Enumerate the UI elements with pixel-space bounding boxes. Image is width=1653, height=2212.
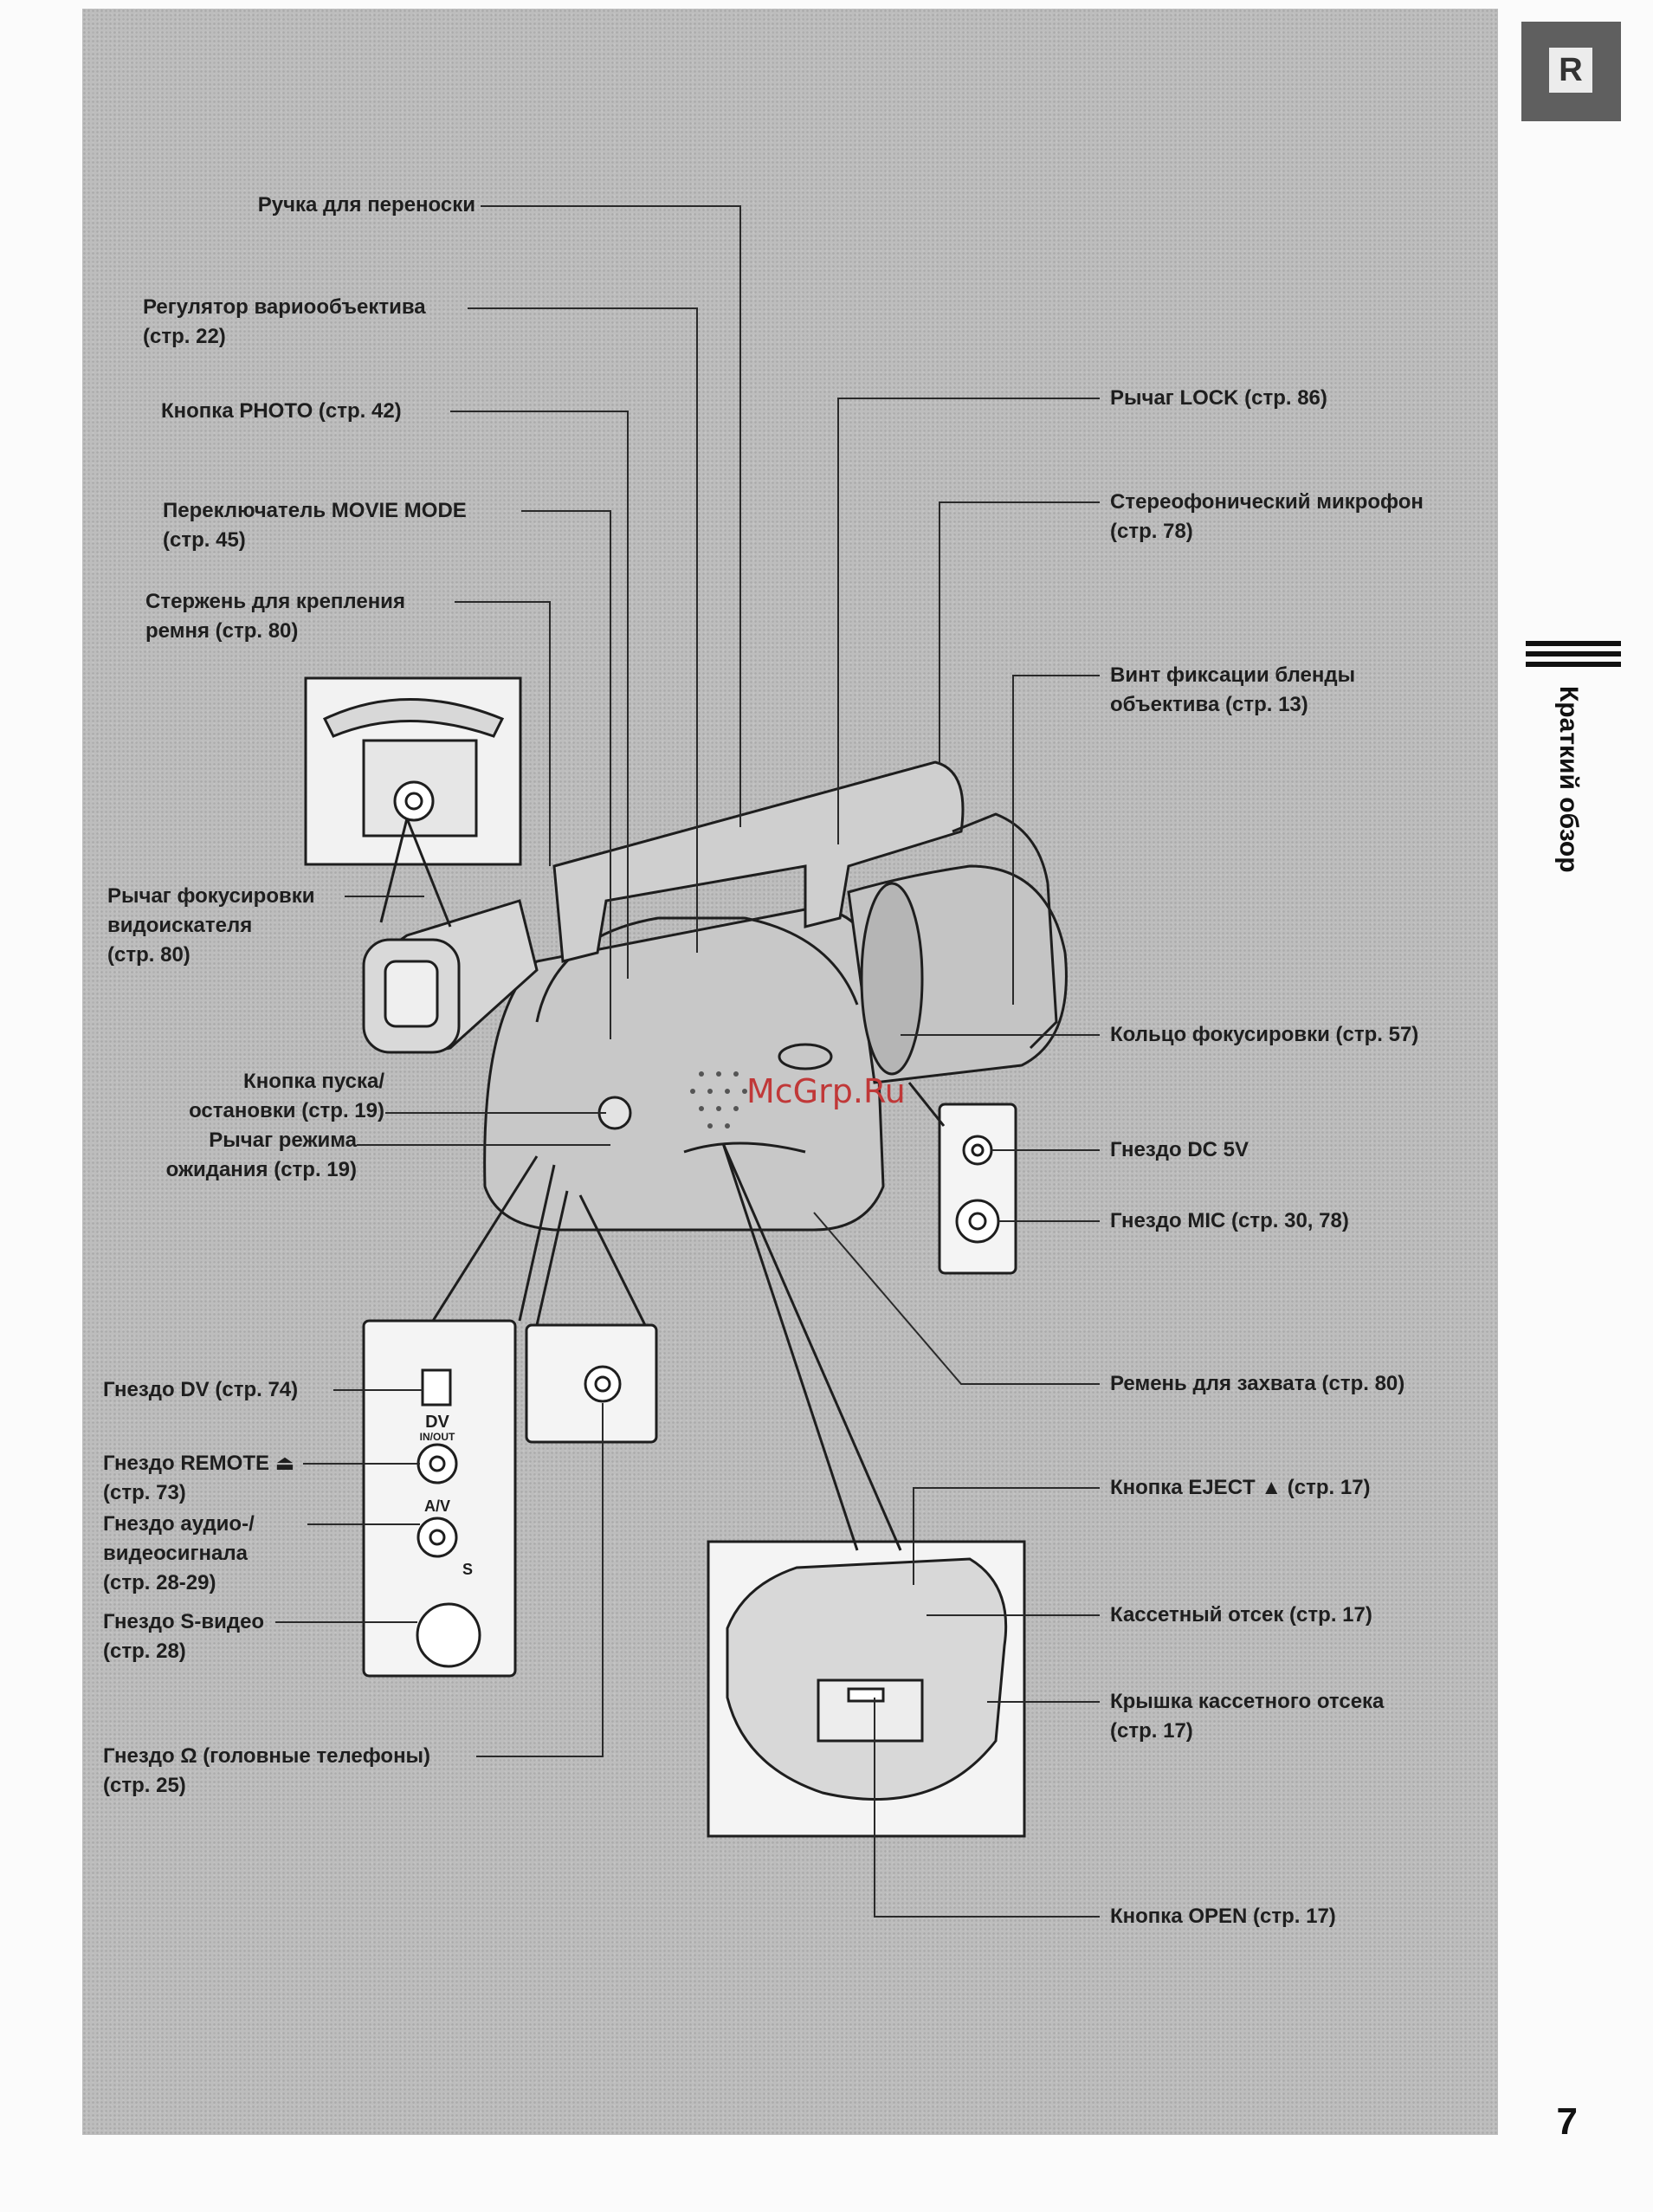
label-stereo-mic: Стереофонический микрофон(стр. 78)	[1110, 490, 1424, 543]
leader-strap-bar	[455, 601, 551, 866]
leader-open	[874, 1698, 1100, 1918]
label-dv-jack: Гнездо DV (стр. 74)	[103, 1378, 299, 1401]
label-start-stop-button: Кнопка пуска/остановки (стр. 19)	[189, 1070, 384, 1122]
camcorder-body	[362, 760, 1068, 1232]
label-focus-ring: Кольцо фокусировки (стр. 57)	[1110, 1023, 1419, 1046]
section-tab-letter: R	[1549, 48, 1592, 93]
label-remote-jack: Гнездо REMOTE ⏏(стр. 73)	[103, 1452, 295, 1504]
dc-mic-panel	[938, 1103, 1017, 1275]
label-handle: Ручка для переноски	[257, 193, 475, 217]
leader-hood-screw	[1012, 675, 1100, 1005]
leader-mic	[939, 501, 1100, 762]
headphone-jack-panel	[525, 1323, 658, 1444]
label-av-jack: Гнездо аудио-/видеосигнала(стр. 28-29)	[103, 1512, 255, 1594]
av-jack-panel	[362, 1319, 517, 1678]
label-headphones-jack: Гнездо Ω (головные телефоны)(стр. 25)	[103, 1744, 431, 1797]
leader-eject	[913, 1487, 1100, 1585]
cassette-inset	[707, 1540, 1026, 1838]
label-dc-jack: Гнездо DC 5V	[1110, 1138, 1249, 1161]
inout-mark: IN/OUT	[420, 1431, 455, 1443]
page-number: 7	[1556, 2100, 1578, 2143]
leader-lock	[837, 398, 1100, 844]
label-photo-button: Кнопка PHOTO (стр. 42)	[161, 399, 402, 423]
av-mark: A/V	[424, 1497, 450, 1515]
label-cassette-cover: Крышка кассетного отсека(стр. 17)	[1110, 1690, 1385, 1743]
label-cassette-compartment: Кассетный отсек (стр. 17)	[1110, 1603, 1372, 1627]
leader-photo	[450, 411, 629, 979]
leader-zoom	[468, 307, 698, 953]
label-zoom-lever: Регулятор вариообъектива(стр. 22)	[143, 295, 426, 348]
leader-headphones	[476, 1403, 604, 1757]
label-movie-mode-switch: Переключатель MOVIE MODE(стр. 45)	[163, 499, 467, 552]
section-bars	[1526, 641, 1621, 676]
label-grip-belt: Ремень для захвата (стр. 80)	[1110, 1372, 1405, 1395]
label-svideo-jack: Гнездо S-видео(стр. 28)	[103, 1610, 265, 1663]
label-open-button: Кнопка OPEN (стр. 17)	[1110, 1905, 1336, 1928]
watermark: McGrp.Ru	[746, 1072, 906, 1110]
label-eject-button: Кнопка EJECT ▲ (стр. 17)	[1110, 1476, 1371, 1499]
leader-movie-mode	[521, 510, 611, 1039]
label-mic-jack: Гнездо MIC (стр. 30, 78)	[1110, 1209, 1349, 1232]
section-title: Краткий обзор	[1554, 686, 1583, 873]
leader-grip	[813, 1212, 1100, 1385]
label-lock-lever: Рычаг LOCK (стр. 86)	[1110, 386, 1327, 410]
dv-mark: DV	[425, 1413, 449, 1432]
s-mark: S	[462, 1561, 473, 1578]
section-tab: R	[1521, 22, 1621, 121]
leader-handle	[481, 205, 741, 827]
